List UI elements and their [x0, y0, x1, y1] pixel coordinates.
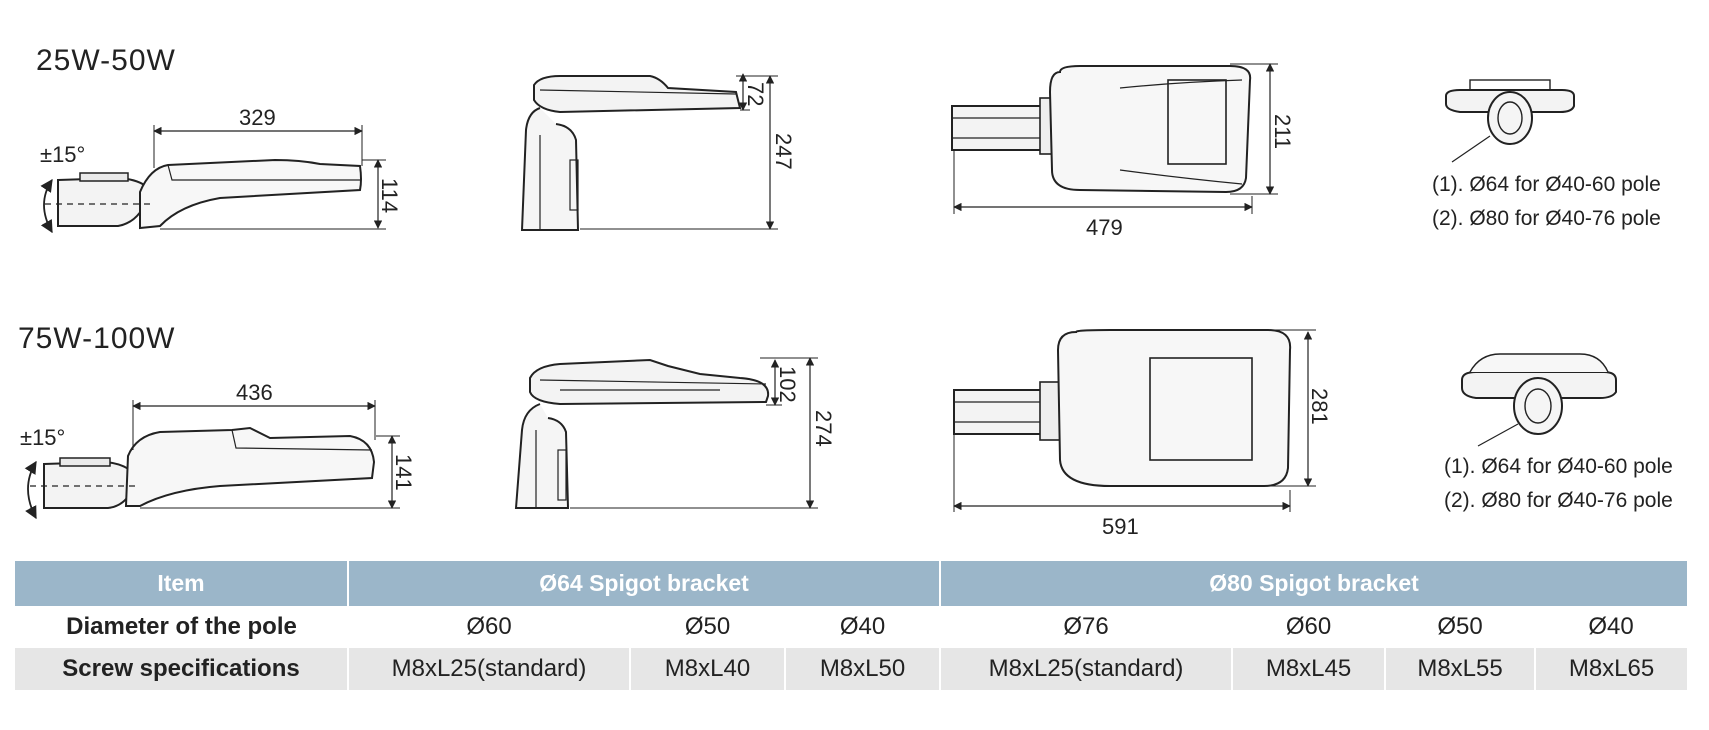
header-80-spigot: Ø80 Spigot bracket — [939, 561, 1688, 606]
table-cell: Ø40 — [1535, 606, 1688, 648]
row-label: Screw specifications — [15, 648, 348, 690]
top-view — [953, 329, 1316, 512]
header-64-spigot: Ø64 Spigot bracket — [346, 561, 941, 606]
table-row: Diameter of the pole Ø60 Ø50 Ø40 Ø76 Ø60… — [15, 606, 1688, 648]
table-cell: M8xL45 — [1231, 648, 1386, 690]
table-row: Screw specifications M8xL25(standard) M8… — [15, 648, 1688, 690]
section-title: 25W-50W — [36, 44, 176, 77]
section-25w-50w: 25W-50W ±15° 329 114 72 — [36, 44, 1661, 240]
end-note-2: (2). Ø80 for Ø40-76 pole — [1432, 207, 1661, 230]
end-note-2: (2). Ø80 for Ø40-76 pole — [1444, 489, 1673, 512]
front-view — [520, 73, 778, 231]
side-view — [40, 125, 386, 234]
end-view — [1461, 353, 1617, 447]
end-view — [1445, 79, 1575, 163]
table-cell: M8xL25(standard) — [939, 648, 1233, 690]
front-total-height-label: 274 — [811, 410, 836, 447]
front-head-height-label: 72 — [743, 82, 768, 106]
table-cell: Ø60 — [1232, 606, 1386, 648]
front-head-height-label: 102 — [775, 366, 800, 403]
end-note-1: (1). Ø64 for Ø40-60 pole — [1432, 173, 1661, 196]
table-cell: Ø76 — [940, 606, 1233, 648]
tilt-label: ±15° — [40, 142, 85, 167]
section-75w-100w: 75W-100W ±15° 436 141 102 — [18, 322, 1673, 539]
top-length-label: 479 — [1086, 215, 1123, 240]
table-cell: Ø40 — [785, 606, 941, 648]
top-width-label: 281 — [1307, 388, 1332, 425]
table-cell: M8xL25(standard) — [347, 648, 630, 690]
table-cell: M8xL40 — [629, 648, 785, 690]
side-view — [24, 400, 400, 520]
top-length-label: 591 — [1102, 514, 1139, 539]
header-item: Item — [15, 561, 348, 606]
table-cell: M8xL55 — [1384, 648, 1536, 690]
table-cell: Ø50 — [1385, 606, 1536, 648]
table-cell: M8xL65 — [1534, 648, 1688, 690]
table-cell: M8xL50 — [783, 648, 941, 690]
side-length-label: 436 — [236, 380, 273, 405]
tilt-label: ±15° — [20, 425, 65, 450]
section-title: 75W-100W — [18, 322, 176, 355]
side-length-label: 329 — [239, 105, 276, 130]
table-cell: Ø50 — [630, 606, 785, 648]
front-view — [514, 357, 818, 509]
table-header-row: Item Ø64 Spigot bracket Ø80 Spigot brack… — [15, 561, 1688, 606]
front-total-height-label: 247 — [771, 133, 796, 170]
spigot-bracket-table: Item Ø64 Spigot bracket Ø80 Spigot brack… — [15, 561, 1688, 690]
end-note-1: (1). Ø64 for Ø40-60 pole — [1444, 455, 1673, 478]
side-height-label: 141 — [391, 454, 416, 491]
table-cell: Ø60 — [348, 606, 630, 648]
row-label: Diameter of the pole — [15, 606, 348, 648]
top-view — [951, 63, 1278, 214]
side-height-label: 114 — [377, 178, 402, 213]
top-width-label: 211 — [1270, 114, 1295, 149]
